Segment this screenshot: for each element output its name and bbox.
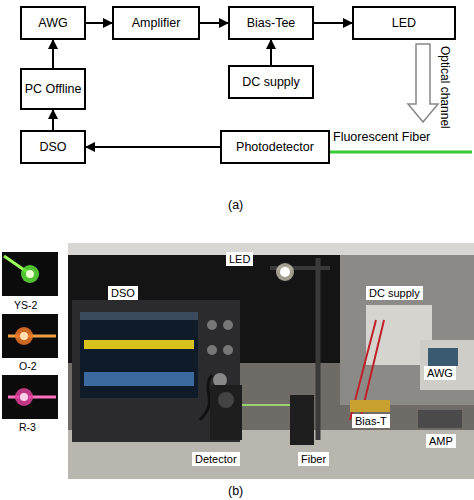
signal-arrow: [86, 22, 112, 24]
fiber-glow: [20, 332, 28, 340]
fiber-line: [330, 151, 472, 154]
photo-callout: Detector: [192, 452, 240, 466]
box-label: DC supply: [242, 75, 300, 90]
fiber-glow: [15, 327, 33, 345]
bias-tee-device: [350, 400, 390, 412]
process-box: Photodetector: [220, 130, 330, 164]
amplifier-device: [418, 410, 462, 428]
scope-knob: [207, 345, 217, 355]
figure-label: (b): [228, 484, 243, 498]
photo-callout: Fiber: [298, 452, 329, 466]
photo-background: [68, 243, 474, 479]
detector-mount: [210, 385, 242, 440]
box-label: AWG: [38, 16, 67, 31]
fiber-glow: [26, 270, 34, 278]
box-label: DSO: [39, 140, 66, 155]
process-box: LED: [352, 6, 456, 40]
scope-knob: [223, 345, 233, 355]
figure-label: O-2: [19, 360, 37, 372]
figure-label: YS-2: [14, 299, 37, 311]
box-label: LED: [392, 16, 416, 31]
photo-callout: AWG: [424, 366, 456, 380]
figure-label: (a): [228, 198, 243, 212]
photo-ys2: [2, 252, 58, 296]
process-box: Amplifier: [112, 6, 200, 40]
process-box: DSO: [20, 130, 86, 164]
photo-callout: Bias-T: [352, 414, 390, 428]
awg-instrument: [420, 340, 474, 390]
awg-screen: [428, 348, 458, 366]
process-box: PC Offline: [20, 68, 86, 110]
figure-label: Fluorescent Fiber: [333, 130, 430, 144]
led-glow: [276, 263, 294, 281]
photo-callout: LED: [226, 252, 253, 266]
stand-pole: [316, 258, 321, 440]
photo-callout: AMP: [426, 434, 456, 448]
photo-callout: DSO: [108, 286, 138, 300]
photo-callout: DC supply: [366, 286, 423, 300]
fiber-glow: [20, 393, 28, 401]
scope-panel: [84, 372, 194, 386]
process-box: Bias-Tee: [228, 6, 314, 40]
scope-knob: [213, 373, 227, 387]
signal-arrow: [52, 110, 54, 130]
process-box: AWG: [20, 6, 86, 40]
signal-arrow: [52, 40, 54, 68]
figure-label: Optical channel: [438, 46, 452, 129]
signal-arrow: [270, 40, 272, 65]
box-label: Amplifier: [132, 16, 181, 31]
ceiling: [68, 243, 474, 255]
photo-o2: [2, 314, 58, 358]
fiber-glow: [21, 265, 39, 283]
scope-screen: [80, 312, 198, 398]
fiber-mount: [290, 395, 314, 445]
scope-knob: [223, 320, 233, 330]
photo-r3: [2, 375, 58, 419]
signal-arrow: [200, 22, 228, 24]
signal-arrow: [314, 22, 352, 24]
signal-arrow: [86, 146, 220, 148]
fiber-glow: [15, 388, 33, 406]
detector-lens: [218, 392, 234, 408]
scope-menu: [80, 312, 198, 320]
box-label: PC Offline: [25, 82, 82, 97]
scope-knob: [207, 320, 217, 330]
scope-trace: [84, 340, 194, 349]
led-lamp: [280, 267, 290, 277]
optical-arrow: [408, 44, 438, 122]
box-label: Bias-Tee: [247, 16, 296, 31]
figure-label: R-3: [19, 421, 36, 433]
fiber-sample: [242, 404, 290, 406]
box-label: Photodetector: [236, 140, 314, 155]
process-box: DC supply: [228, 65, 314, 99]
